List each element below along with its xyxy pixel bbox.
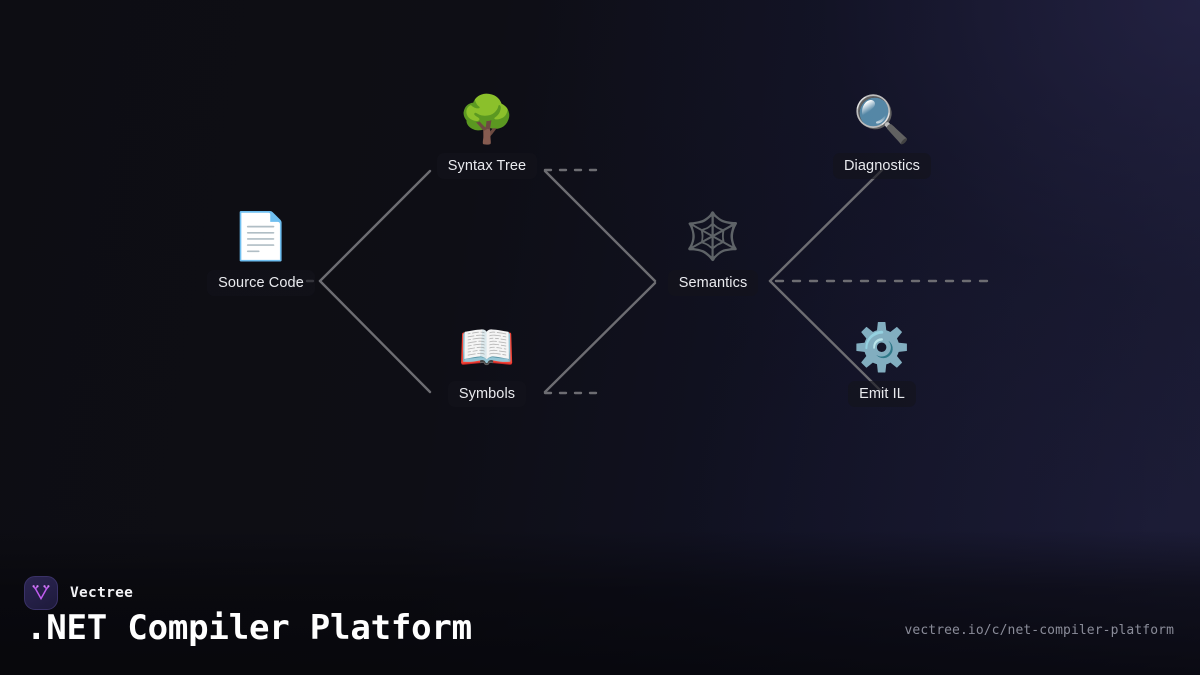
edge-junction-to-diagnostics (768, 168, 884, 283)
edge-junction-to-symbols (318, 279, 432, 394)
diagram-node-diagnostics[interactable]: 🔍 Diagnostics (807, 91, 957, 179)
deciduous-tree-icon: 🌳 (458, 93, 516, 145)
page-facing-up-icon: 📄 (232, 210, 290, 262)
spider-web-icon: 🕸️ (684, 210, 742, 262)
magnifying-glass-icon: 🔍 (853, 93, 911, 145)
open-book-icon: 📖 (458, 321, 516, 373)
vectree-logo-icon (24, 576, 58, 610)
node-label-source-code: Source Code (207, 270, 315, 296)
diagram-node-source-code[interactable]: 📄 Source Code (186, 208, 336, 296)
node-label-syntax-tree: Syntax Tree (436, 153, 538, 179)
diagram-node-emit-il[interactable]: ⚙️ Emit IL (807, 319, 957, 407)
node-label-symbols: Symbols (447, 381, 527, 407)
brand-name: Vectree (70, 585, 134, 601)
node-label-emit-il: Emit IL (848, 381, 916, 407)
edge-syntax-tree-to-semantics (543, 169, 657, 283)
edge-symbols-to-semantics (543, 281, 657, 394)
brand: Vectree (24, 576, 133, 610)
diagram-node-semantics[interactable]: 🕸️ Semantics (638, 208, 788, 296)
edge-junction-to-emit-il (768, 279, 884, 394)
edge-junction-to-syntax-tree (318, 169, 432, 283)
permalink-url: vectree.io/c/net-compiler-platform (904, 623, 1174, 638)
page-title: .NET Compiler Platform (26, 608, 472, 648)
node-label-diagnostics: Diagnostics (832, 153, 932, 179)
gear-icon: ⚙️ (853, 321, 911, 373)
vectree-glyph (32, 585, 50, 601)
diagram-node-syntax-tree[interactable]: 🌳 Syntax Tree (412, 91, 562, 179)
node-label-semantics: Semantics (667, 270, 759, 296)
diagram-node-symbols[interactable]: 📖 Symbols (412, 319, 562, 407)
